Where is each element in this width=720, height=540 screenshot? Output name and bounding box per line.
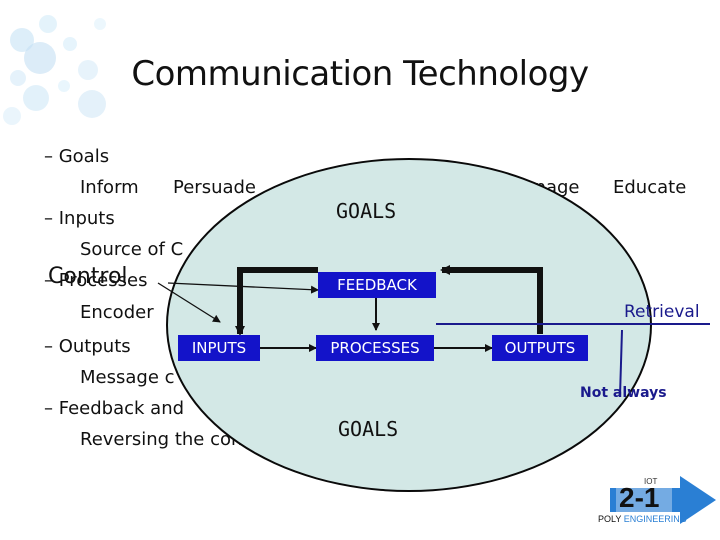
control-arrow-inputs: [157, 282, 221, 323]
logo-number: 2-1: [619, 482, 660, 513]
outline-feedback: – Feedback and: [44, 398, 185, 419]
feedback-box: FEEDBACK: [318, 272, 436, 298]
outline-processes-sub: Encoder: [80, 302, 154, 323]
goal-inform: Inform: [80, 177, 139, 198]
logo-iot-text: IOT: [644, 477, 658, 486]
bubbles-decoration: [3, 15, 106, 125]
outline-feedback-sub: Reversing the con: [80, 429, 243, 450]
iot-logo: IOT 2-1 POLY ENGINEERING: [596, 472, 720, 536]
control-label: Control: [48, 264, 128, 289]
outline-outputs: – Outputs: [44, 336, 131, 357]
processes-box: PROCESSES: [316, 335, 434, 361]
goal-educate: Educate: [613, 177, 687, 198]
not-always-label: Not always: [580, 385, 667, 401]
logo-poly-text: POLY ENGINEERING: [598, 514, 687, 524]
retrieval-label: Retrieval: [624, 302, 700, 322]
outline-goals: – Goals: [44, 146, 110, 167]
logo-engineering: ENGINEERING: [623, 514, 687, 524]
goal-persuade: Persuade: [173, 177, 257, 198]
feedback-loop-left: [235, 267, 318, 336]
control-arrow-feedback: [167, 282, 319, 294]
logo-poly: POLY: [598, 514, 622, 524]
slide-title: Communication Technology: [131, 54, 589, 94]
outline-outputs-sub: Message c: [80, 367, 175, 388]
inputs-box: INPUTS: [178, 335, 260, 361]
feedback-loop-right: [440, 265, 543, 334]
logo-arrow-icon: [610, 476, 716, 524]
outputs-box: OUTPUTS: [492, 335, 588, 361]
goals-bottom-label: GOALS: [338, 417, 399, 441]
not-always-arrow: [619, 329, 623, 397]
outline-processes: – Processes: [44, 270, 148, 291]
outline-inputs: – Inputs: [44, 208, 115, 229]
outline-inputs-sub: Source of C: [80, 239, 184, 260]
goals-top-label: GOALS: [336, 199, 397, 223]
